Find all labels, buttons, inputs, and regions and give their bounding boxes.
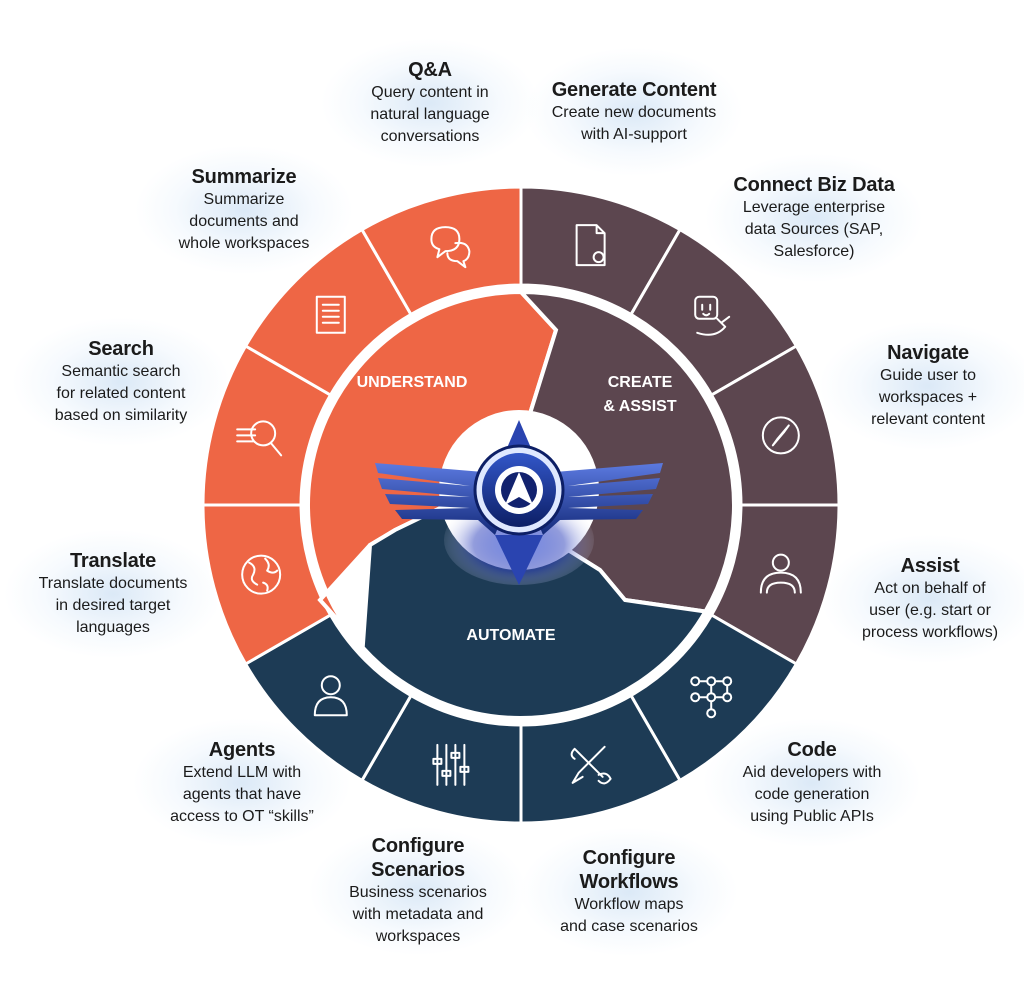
- assist-title: Assist: [900, 555, 960, 577]
- qa-title: Q&A: [408, 59, 452, 81]
- automate-segment-label: AUTOMATE: [466, 627, 556, 644]
- navigate-description: Guide user to workspaces + relevant cont…: [871, 367, 985, 428]
- plug-socket-icon: [694, 295, 731, 336]
- search-description: Semantic search for related content base…: [54, 363, 188, 424]
- document-gear-icon: [575, 224, 606, 267]
- label-agents: Agents Extend LLM with agents that have …: [92, 718, 392, 848]
- chat-bubbles-icon: [430, 226, 471, 269]
- wrench-screwdriver-icon: [570, 745, 612, 785]
- connect-biz-data-description: Leverage enterprise data Sources (SAP, S…: [742, 199, 886, 260]
- configure-workflows-description: Workflow maps and case scenarios: [560, 896, 698, 935]
- agents-title: Agents: [208, 739, 276, 761]
- label-qa: Q&A Query content in natural language co…: [280, 38, 580, 168]
- network-nodes-icon: [690, 676, 733, 719]
- navigate-title: Navigate: [887, 342, 969, 364]
- summarize-title: Summarize: [191, 166, 297, 188]
- assist-description: Act on behalf of user (e.g. start or pro…: [861, 580, 999, 641]
- generate-content-title: Generate Content: [551, 79, 717, 101]
- magnifier-lines-icon: [236, 420, 283, 457]
- translate-description: Translate documents in desired target la…: [38, 575, 188, 636]
- configure-workflows-title: Configure Workflows: [579, 847, 679, 893]
- label-configure-workflows: Configure Workflows Workflow maps and ca…: [479, 827, 779, 957]
- ring-icons: [236, 224, 802, 786]
- connect-biz-data-title: Connect Biz Data: [733, 174, 895, 196]
- summarize-description: Summarize documents and whole workspaces: [178, 191, 310, 252]
- wings-logo-icon: [375, 420, 663, 585]
- agents-description: Extend LLM with agents that have access …: [170, 764, 314, 825]
- label-navigate: Navigate Guide user to workspaces + rele…: [778, 321, 1024, 451]
- label-search: Search Semantic search for related conte…: [0, 317, 271, 447]
- sliders-icon: [432, 743, 470, 786]
- generate-content-description: Create new documents with AI-support: [551, 104, 717, 143]
- user-steering-icon: [759, 553, 802, 594]
- label-code: Code Aid developers with code generation…: [662, 718, 962, 848]
- qa-description: Query content in natural language conver…: [370, 84, 490, 145]
- code-description: Aid developers with code generation usin…: [742, 764, 882, 825]
- label-configure-scenarios: Configure Scenarios Business scenarios w…: [268, 826, 568, 956]
- configure-scenarios-title: Configure Scenarios: [371, 835, 465, 881]
- ring-segment: [359, 185, 523, 317]
- document-lines-icon: [315, 295, 346, 334]
- label-assist: Assist Act on behalf of user (e.g. start…: [780, 534, 1024, 664]
- user-icon: [313, 675, 348, 717]
- center-emblem: [375, 410, 663, 585]
- translate-title: Translate: [69, 550, 157, 572]
- label-translate: Translate Translate documents in desired…: [0, 529, 263, 659]
- code-title: Code: [787, 739, 837, 761]
- create-assist-segment-label: CREATE& ASSIST: [603, 374, 676, 415]
- globe-icon: [241, 554, 282, 595]
- label-connect-biz-data: Connect Biz Data Leverage enterprise dat…: [664, 153, 964, 283]
- understand-segment-label: UNDERSTAND: [357, 374, 468, 391]
- label-generate-content: Generate Content Create new documents wi…: [484, 47, 784, 177]
- search-title: Search: [88, 338, 154, 360]
- label-summarize: Summarize Summarize documents and whole …: [94, 145, 394, 275]
- compass-icon: [761, 416, 800, 455]
- configure-scenarios-description: Business scenarios with metadata and wor…: [349, 884, 487, 945]
